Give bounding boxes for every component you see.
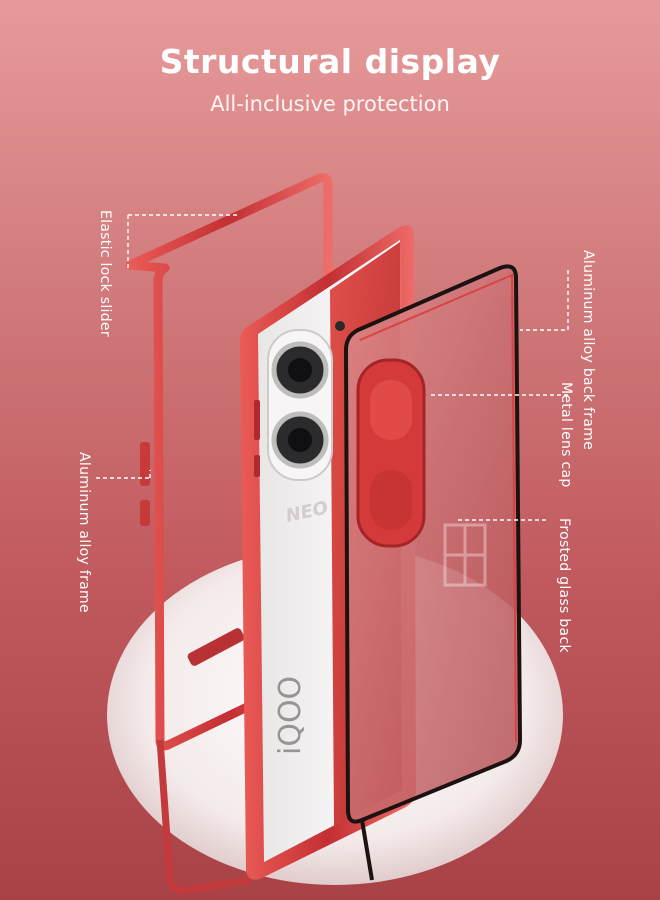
aluminum-frame-part (125, 173, 333, 894)
callout-aluminum-alloy-back-frame: Aluminum alloy back frame (580, 250, 596, 451)
phone-logo-text: iQOO (273, 676, 308, 755)
metal-lens-cap (356, 358, 426, 548)
frosted-glass-back-part (343, 264, 523, 881)
page-subtitle: All-inclusive protection (210, 92, 450, 116)
callout-elastic-lock-slider: Elastic lock slider (97, 210, 113, 337)
page-title: Structural display (159, 42, 501, 81)
camera-module (267, 321, 345, 481)
callout-aluminum-alloy-frame: Aluminum alloy frame (76, 452, 92, 613)
callout-frosted-glass-back: Frosted glass back (556, 518, 572, 653)
callout-lines (96, 214, 569, 521)
callout-metal-lens-cap: Metal lens cap (558, 382, 574, 488)
